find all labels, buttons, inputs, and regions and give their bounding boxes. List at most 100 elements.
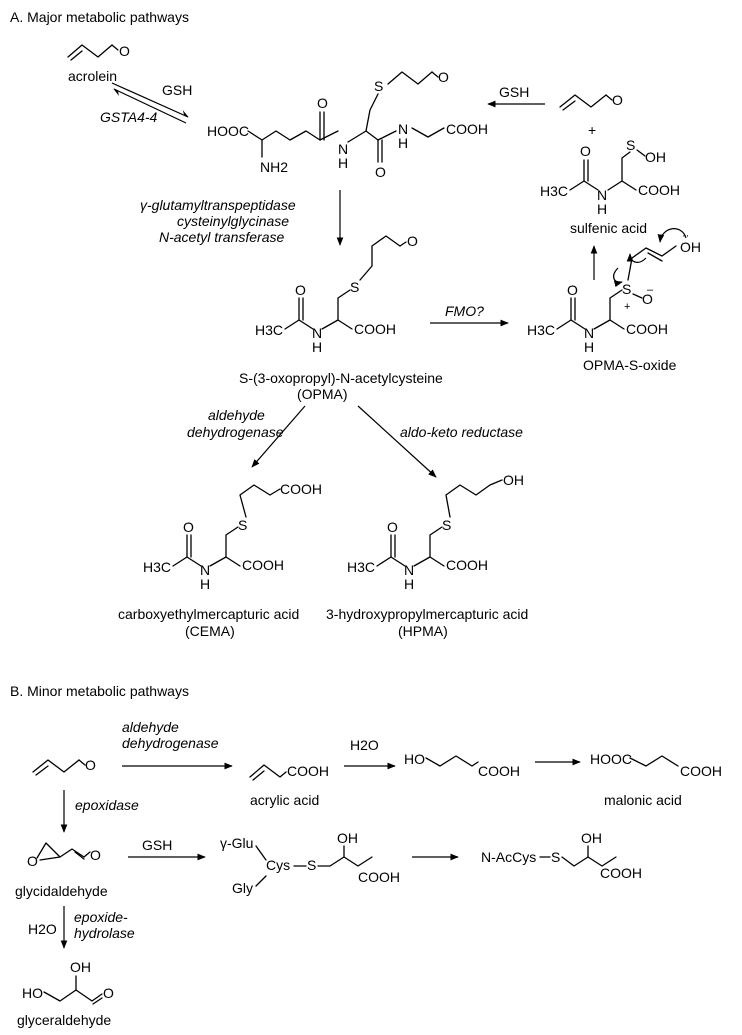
water-label-1: H2O: [350, 737, 379, 753]
svg-text:S: S: [442, 517, 451, 533]
svg-text:O: O: [387, 519, 398, 535]
plus-sign: +: [588, 122, 596, 138]
svg-text:COOH: COOH: [478, 763, 520, 779]
svg-text:OH: OH: [581, 830, 602, 846]
svg-text:COOH: COOH: [600, 865, 642, 881]
gsh-left-label: GSH: [162, 82, 192, 98]
svg-text:H: H: [398, 135, 408, 151]
enzyme-line-3: N-acetyl transferase: [159, 229, 284, 245]
svg-text:OH: OH: [680, 239, 701, 255]
svg-text:COOH: COOH: [680, 763, 722, 779]
gsh-minor-label: GSH: [142, 837, 172, 853]
hydroxypropionic-acid-structure: HO COOH: [404, 751, 520, 779]
enzyme-line-1: γ-glutamyltranspeptidase: [140, 197, 296, 213]
glycidaldehyde-structure: O O: [27, 842, 101, 869]
acrylic-acid-structure: COOH: [249, 763, 329, 781]
epoxide-hydrolase-line-1: epoxide-: [74, 909, 128, 925]
svg-text:HO: HO: [22, 985, 43, 1001]
svg-text:COOH: COOH: [287, 763, 329, 779]
svg-text:COOH: COOH: [446, 121, 488, 137]
svg-text:HOOC: HOOC: [207, 123, 249, 139]
hpma-structure: H3C O N H S OH COOH: [347, 472, 524, 592]
svg-text:O: O: [642, 291, 653, 307]
cema-structure: H3C O N H S COOH COOH: [143, 481, 322, 592]
opma-abbr: (OPMA): [297, 386, 348, 402]
svg-text:H3C: H3C: [540, 183, 568, 199]
glycidaldehyde-label: glycidaldehyde: [15, 883, 108, 899]
minor-aldehyde-line-1: aldehyde: [122, 719, 179, 735]
sulfenic-acid-label: sulfenic acid: [570, 220, 647, 236]
svg-text:COOH: COOH: [354, 321, 396, 337]
aldehyde-dh-line-1: aldehyde: [208, 407, 265, 423]
acrolein-right-structure: O: [559, 92, 623, 111]
svg-text:O: O: [580, 143, 591, 159]
fmo-label: FMO?: [445, 303, 484, 319]
cema-name: carboxyethylmercapturic acid: [118, 606, 299, 622]
svg-text:S: S: [551, 849, 560, 865]
svg-text:O: O: [119, 43, 130, 59]
svg-text:H: H: [597, 201, 607, 217]
svg-text:O: O: [90, 847, 101, 863]
epoxide-hydrolase-line-2: hydrolase: [74, 925, 135, 941]
svg-text:COOH: COOH: [638, 182, 680, 198]
svg-text:H3C: H3C: [527, 322, 555, 338]
section-b-title: B. Minor metabolic pathways: [10, 683, 189, 699]
svg-text:S: S: [622, 281, 631, 297]
equilibrium-arrows: [111, 82, 189, 124]
svg-text:H3C: H3C: [143, 559, 171, 575]
svg-text:–: –: [647, 284, 654, 296]
glyceraldehyde-label: glyceraldehyde: [17, 1012, 111, 1028]
svg-text:COOH: COOH: [446, 557, 488, 573]
svg-text:NH2: NH2: [260, 159, 288, 175]
svg-text:+: +: [624, 301, 630, 313]
svg-text:OH: OH: [337, 830, 358, 846]
svg-text:S: S: [238, 517, 247, 533]
svg-text:O: O: [103, 985, 114, 1001]
svg-text:H: H: [200, 576, 210, 592]
svg-text:HOOC: HOOC: [590, 751, 632, 767]
svg-text:N: N: [200, 562, 210, 578]
svg-text:N: N: [597, 187, 607, 203]
svg-text:O: O: [295, 282, 306, 298]
gsh-glycidaldehyde-conjugate: γ-Glu Cys Gly S OH COOH: [220, 830, 400, 896]
svg-text:H3C: H3C: [347, 559, 375, 575]
svg-text:HO: HO: [404, 751, 425, 767]
hpma-abbr: (HPMA): [398, 623, 448, 639]
svg-text:OH: OH: [645, 149, 666, 165]
acrolein-structure: O: [67, 43, 130, 61]
enzyme-line-2: cysteinylglycinase: [177, 213, 289, 229]
acrylic-acid-label: acrylic acid: [250, 792, 319, 808]
svg-text:N: N: [312, 325, 322, 341]
opma-name: S-(3-oxopropyl)-N-acetylcysteine: [239, 370, 443, 386]
glyceraldehyde-structure: HO OH O: [22, 959, 114, 1005]
svg-text:Gly: Gly: [232, 880, 253, 896]
svg-text:H: H: [404, 576, 414, 592]
svg-text:H: H: [312, 339, 322, 355]
gsta-label: GSTA4-4: [100, 109, 158, 125]
section-a-title: A. Major metabolic pathways: [10, 9, 189, 25]
opma-structure: H3C O N H S O COOH: [255, 233, 418, 355]
sulfenic-acid-structure: H3C O N H S OH COOH: [540, 137, 680, 217]
svg-text:O: O: [183, 519, 194, 535]
svg-text:N: N: [398, 121, 408, 137]
hpma-name: 3-hydroxypropylmercapturic acid: [326, 606, 528, 622]
n-accys-product-structure: N-AcCys S OH COOH: [481, 830, 642, 881]
svg-text:S: S: [374, 78, 383, 94]
aldehyde-dh-line-2: dehydrogenase: [187, 424, 284, 440]
svg-text:H3C: H3C: [255, 322, 283, 338]
svg-text:S: S: [350, 279, 359, 295]
svg-text:H: H: [338, 155, 348, 171]
svg-text:N: N: [584, 325, 594, 341]
svg-text:COOH: COOH: [280, 481, 322, 497]
acrolein-label: acrolein: [68, 68, 117, 84]
svg-text:O: O: [375, 164, 386, 180]
svg-text:N-AcCys: N-AcCys: [481, 849, 536, 865]
svg-text:S: S: [626, 137, 635, 153]
gsh-right-label: GSH: [499, 84, 529, 100]
cema-abbr: (CEMA): [185, 623, 235, 639]
malonic-acid-structure: HOOC COOH: [590, 751, 722, 779]
svg-text:γ-Glu: γ-Glu: [220, 835, 253, 851]
water-label-2: H2O: [28, 921, 57, 937]
svg-text:S: S: [307, 857, 316, 873]
